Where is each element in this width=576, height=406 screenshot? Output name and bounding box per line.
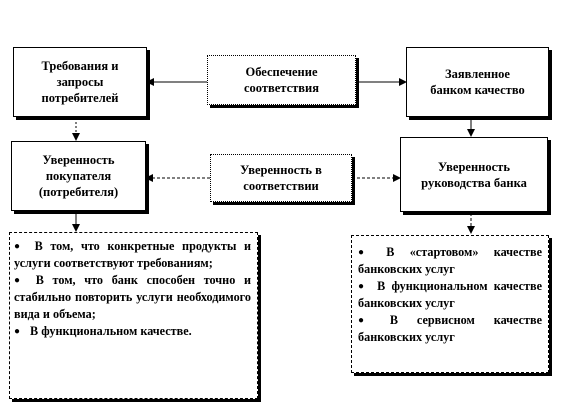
- list-item: ●В том, что банк способен точно и стабил…: [14, 272, 251, 323]
- bullet-icon: ●: [14, 326, 21, 337]
- list-item-text: В функциональном качестве банковских усл…: [358, 279, 542, 310]
- declared-quality-line-1: Заявленное: [445, 67, 510, 81]
- list-item: ●В функциональном качестве банковских ус…: [358, 278, 542, 312]
- management-confidence-line-1: Уверенность: [438, 159, 510, 174]
- management-confidence-list: ●В «стартовом» качестве банковских услуг…: [351, 235, 549, 373]
- management-confidence-box: Уверенность руководства банка: [400, 137, 548, 212]
- buyer-confidence-line-1: Уверенность: [42, 153, 115, 167]
- declared-quality-line-2: банком качество: [430, 83, 525, 97]
- requirements-line-2: запросы: [56, 75, 104, 89]
- bullet-icon: ●: [358, 247, 377, 258]
- list-item: ● В функциональном качестве.: [14, 323, 251, 340]
- list-item-text: В том, что конкретные продукты и услуги …: [14, 239, 251, 270]
- list-item: ●В «стартовом» качестве банковских услуг: [358, 244, 542, 278]
- buyer-confidence-line-3: (потребителя): [38, 185, 119, 199]
- list-item-text: В том, что банк способен точно и стабиль…: [14, 273, 251, 321]
- bullet-icon: ●: [358, 315, 380, 326]
- buyer-confidence-line-2: покупателя: [45, 169, 112, 183]
- list-item-text: В функциональном качестве.: [30, 324, 192, 338]
- declared-quality-box: Заявленное банком качество: [406, 47, 549, 117]
- compliance-assurance-box: Обеспечение соответствия: [207, 55, 356, 105]
- bullet-icon: ●: [14, 275, 26, 286]
- management-confidence-line-2: руководства банка: [421, 175, 527, 190]
- compliance-assurance-line-1: Обеспечение: [245, 65, 318, 79]
- compliance-assurance-line-2: соответствия: [243, 81, 320, 95]
- bullet-icon: ●: [358, 281, 368, 292]
- compliance-confidence-line-2: соответствии: [243, 179, 319, 193]
- bullet-icon: ●: [14, 241, 25, 252]
- list-item-text: В сервисном качестве банковских услуг: [358, 313, 542, 344]
- requirements-box: Требования и запросы потребителей: [13, 47, 147, 117]
- requirements-line-3: потребителей: [41, 91, 119, 105]
- buyer-confidence-list: ●В том, что конкретные продукты и услуги…: [9, 232, 258, 399]
- buyer-confidence-box: Уверенность покупателя (потребителя): [11, 141, 146, 211]
- list-item-text: В «стартовом» качестве банковских услуг: [358, 245, 542, 276]
- compliance-confidence-line-1: Уверенность в: [240, 163, 322, 177]
- compliance-confidence-box: Уверенность в соответствии: [210, 154, 352, 202]
- list-item: ●В сервисном качестве банковских услуг: [358, 312, 542, 346]
- requirements-line-1: Требования и: [41, 59, 119, 73]
- list-item: ●В том, что конкретные продукты и услуги…: [14, 238, 251, 272]
